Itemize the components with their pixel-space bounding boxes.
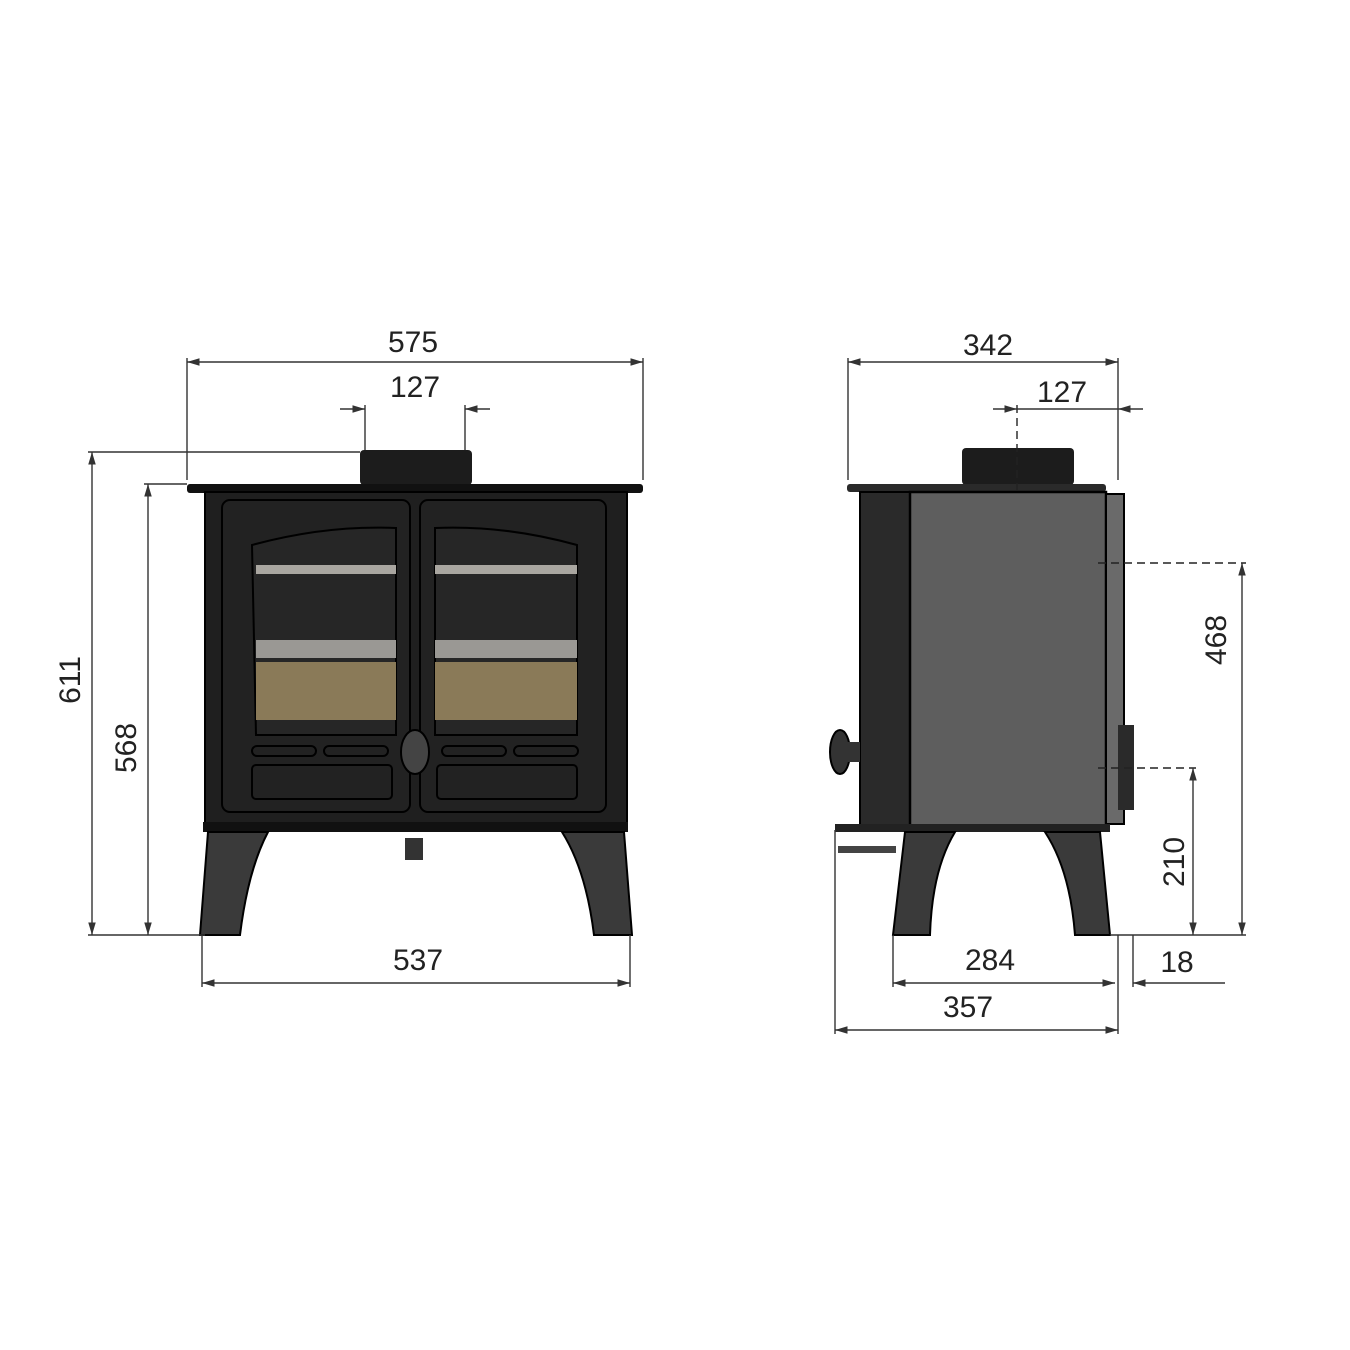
dim-label-18: 18 bbox=[1160, 946, 1193, 979]
base-rail bbox=[203, 822, 628, 832]
side-rear-leg bbox=[1043, 831, 1112, 936]
dim-label-front-127: 127 bbox=[390, 371, 440, 404]
top-plate bbox=[187, 484, 643, 493]
right-leg bbox=[560, 831, 634, 936]
air-control bbox=[405, 838, 423, 860]
side-top-plate bbox=[847, 484, 1106, 492]
side-flue-collar bbox=[962, 448, 1074, 485]
air-control-rod bbox=[838, 846, 896, 853]
right-glass bbox=[434, 526, 578, 736]
left-leg bbox=[198, 831, 270, 936]
left-glass bbox=[250, 526, 397, 736]
front-dimensions: 575 127 611 568 537 bbox=[54, 326, 644, 987]
front-view bbox=[187, 450, 643, 936]
door-profile bbox=[859, 491, 911, 828]
dim-label-611: 611 bbox=[54, 656, 87, 704]
dim-label-342: 342 bbox=[963, 329, 1013, 362]
dim-label-568: 568 bbox=[110, 723, 143, 773]
dim-label-210: 210 bbox=[1158, 837, 1191, 887]
air-vents bbox=[251, 745, 579, 800]
side-base-plate bbox=[835, 824, 1110, 832]
dim-label-468: 468 bbox=[1200, 615, 1233, 665]
side-panel bbox=[908, 490, 1108, 829]
side-view bbox=[829, 448, 1134, 936]
side-front-leg bbox=[891, 831, 957, 936]
dim-label-side-127: 127 bbox=[1037, 376, 1087, 409]
flue-collar bbox=[360, 450, 472, 485]
dim-label-575: 575 bbox=[388, 326, 438, 359]
dim-label-284: 284 bbox=[965, 944, 1015, 977]
dim-label-357: 357 bbox=[943, 991, 993, 1024]
dim-label-537: 537 bbox=[393, 944, 443, 977]
side-dimensions: 342 127 468 210 284 18 357 bbox=[834, 329, 1246, 1034]
door-handle bbox=[400, 729, 430, 775]
